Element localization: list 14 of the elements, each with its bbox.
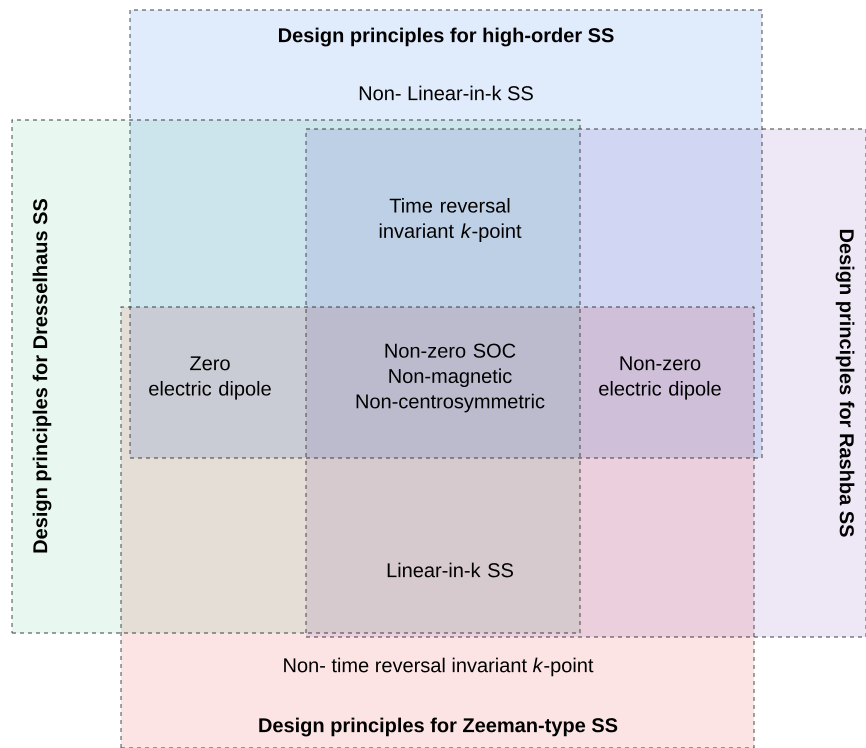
region-note: Non- time reversal invariant k-point — [284, 658, 594, 676]
region-box — [130, 10, 762, 458]
region-box — [120, 306, 754, 748]
cell-text: Non-zero electric dipole — [599, 356, 721, 400]
cell-text: Time reversal invariant k-point — [380, 198, 522, 242]
region-title: Design principles for Dresselhaus SS — [32, 198, 52, 552]
cell-text: Zero electric dipole — [149, 356, 271, 400]
cell-text: Linear-in-k SS — [388, 562, 513, 578]
region-title: Design principles for high-order SS — [279, 28, 614, 46]
region-box — [12, 120, 580, 634]
region-title: Design principles for Rashba SS — [836, 230, 854, 537]
region-title: Design principles for Zeeman-type SS — [259, 718, 618, 736]
region-note: Non- Linear-in-k SS — [360, 86, 533, 100]
cell-text: Non-zero SOC Non-magnetic Non-centrosymmetric — [356, 344, 544, 412]
